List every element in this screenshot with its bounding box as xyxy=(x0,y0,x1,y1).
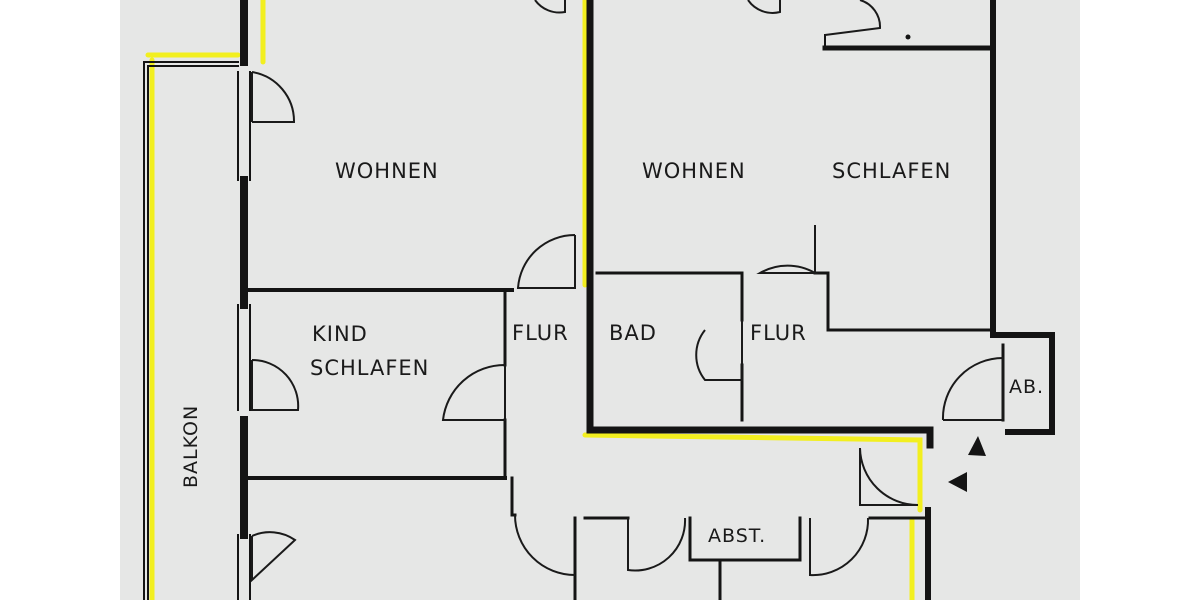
door-flur-wohnen xyxy=(756,225,819,274)
door-top-left xyxy=(534,0,566,14)
entrance-arrows xyxy=(948,436,986,492)
label-balkon: BALKON xyxy=(180,405,202,488)
door-window-kind xyxy=(251,358,300,411)
label-wohnen-left: WOHNEN xyxy=(335,159,439,183)
window-frames xyxy=(237,71,251,601)
right-flat-east-wall xyxy=(990,0,1055,435)
label-wohnen-right: WOHNEN xyxy=(642,159,746,183)
label-kind: KIND xyxy=(312,322,368,346)
paper-background xyxy=(120,0,1080,600)
door-wohnen-left xyxy=(516,233,576,289)
door-abst-right xyxy=(809,517,870,577)
door-bottom-left xyxy=(514,514,576,576)
dot-mark xyxy=(905,34,911,40)
label-kind-schlafen: SCHLAFEN xyxy=(310,356,429,380)
door-window-top xyxy=(251,71,296,123)
balcony-outline xyxy=(143,61,239,601)
door-bad xyxy=(695,320,743,381)
door-kind-schlafen xyxy=(441,363,506,421)
label-flur-left: FLUR xyxy=(512,321,569,345)
label-schlafen: SCHLAFEN xyxy=(832,159,951,183)
flur-right-walls xyxy=(813,271,995,332)
doors xyxy=(251,0,1004,583)
highlight-corridor xyxy=(582,432,923,513)
door-top-middle xyxy=(747,0,781,14)
entrance-arrow-left-icon xyxy=(948,472,967,492)
door-ab xyxy=(941,356,1004,421)
door-entrance xyxy=(859,447,919,506)
label-abst: ABST. xyxy=(708,525,766,547)
room-labels: WOHNEN WOHNEN SCHLAFEN KIND SCHLAFEN FLU… xyxy=(180,159,1044,547)
highlight-lines xyxy=(145,0,923,603)
flur-left-walls xyxy=(503,288,514,517)
door-window-bottom xyxy=(251,531,297,583)
entrance-arrow-up-icon xyxy=(968,436,986,456)
abst-walls xyxy=(510,513,927,602)
label-bad: BAD xyxy=(609,321,657,345)
door-top-right xyxy=(824,0,882,36)
walls xyxy=(143,0,1055,603)
kind-schlafen-walls xyxy=(248,288,514,480)
label-ab: AB. xyxy=(1009,376,1044,398)
right-flat-outer-wall xyxy=(586,0,934,449)
door-abst-left xyxy=(627,517,687,572)
label-flur-right: FLUR xyxy=(750,321,807,345)
